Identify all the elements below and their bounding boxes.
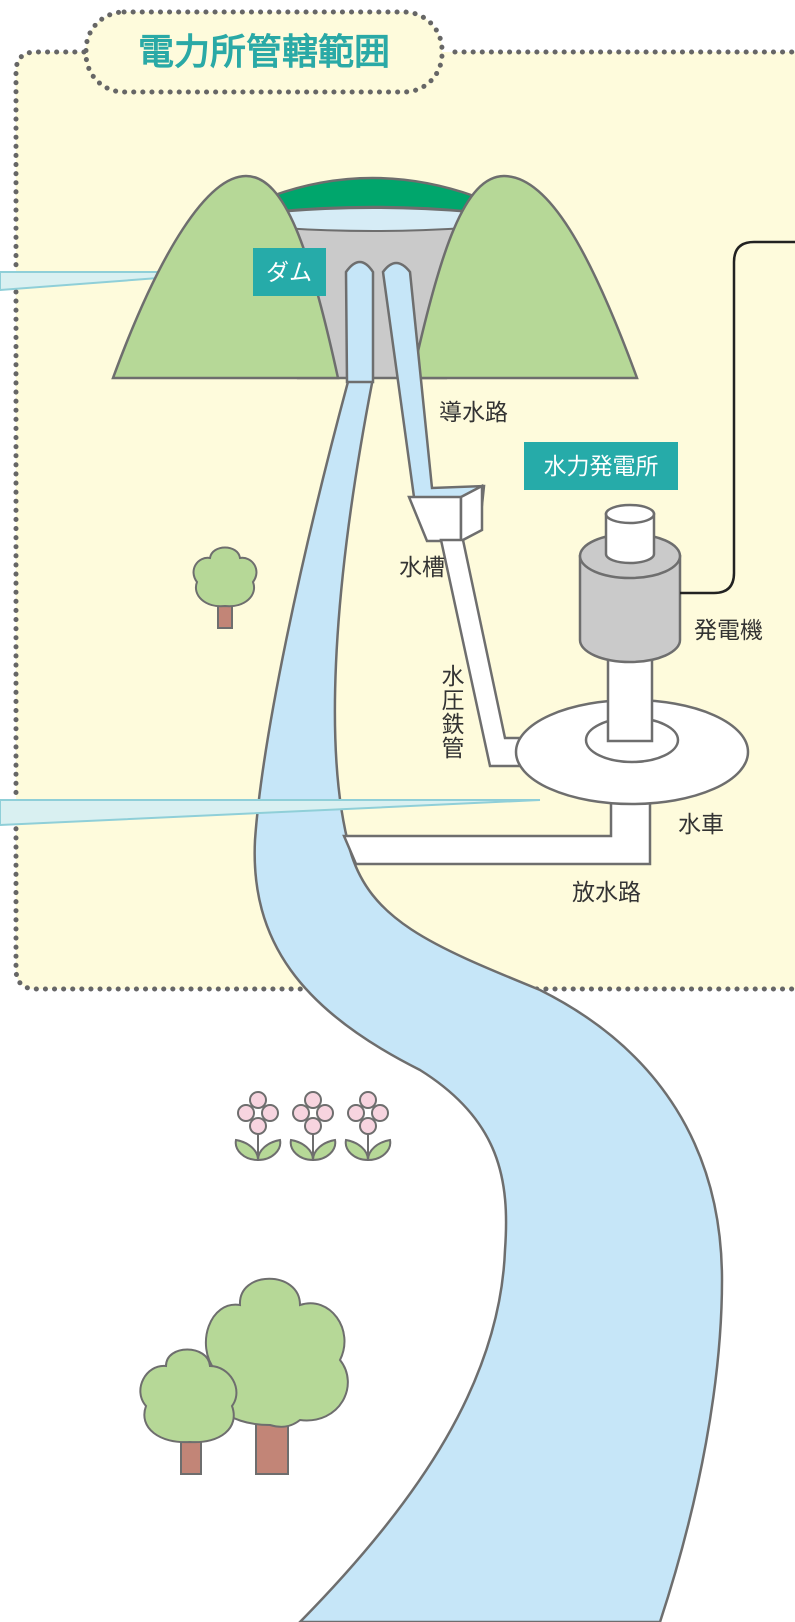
generator-icon — [578, 554, 682, 664]
transmission-line — [680, 240, 795, 595]
label-generator: 発電機 — [694, 618, 763, 644]
label-penstock: 水圧鉄管 — [437, 664, 465, 760]
flower-icon — [344, 1091, 392, 1162]
callout-beam-turbine — [0, 799, 541, 827]
tag-power-station: 水力発電所 — [544, 454, 659, 480]
label-tailrace: 放水路 — [572, 880, 641, 906]
title-box — [83, 9, 445, 95]
tag-power-station-bg — [524, 442, 678, 490]
reservoir-surface — [276, 207, 472, 232]
label-head-tank: 水槽 — [399, 555, 445, 581]
tag-dam-bg — [253, 248, 326, 296]
generator-cap-top — [604, 503, 656, 525]
generator-cap — [604, 512, 656, 565]
tree-icon — [192, 546, 258, 629]
tag-dam: ダム — [266, 260, 312, 286]
title: 電力所管轄範囲 — [138, 31, 390, 73]
head-tank-side — [459, 483, 484, 544]
release-channel — [344, 260, 375, 384]
river — [253, 376, 724, 1622]
mountain-right — [410, 174, 639, 380]
label-headrace: 導水路 — [439, 400, 508, 426]
flower-icon — [289, 1091, 337, 1162]
tree-icon — [139, 1348, 238, 1475]
turbine-shaft — [606, 653, 654, 743]
flower-icon — [234, 1091, 282, 1162]
label-turbine: 水車 — [678, 812, 724, 838]
